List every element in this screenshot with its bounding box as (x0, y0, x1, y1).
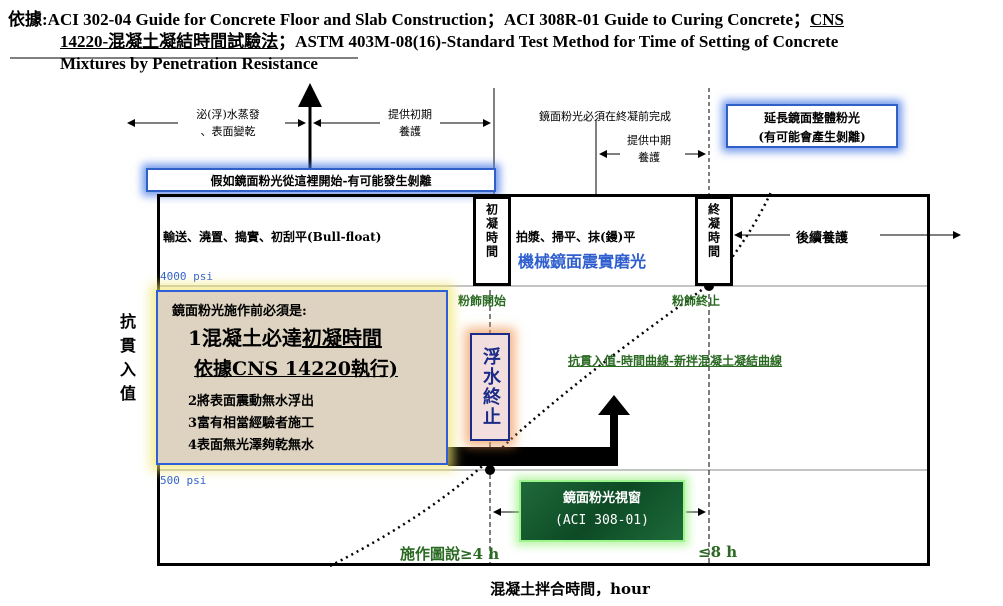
x-axis-label: 混凝土拌合時間，hour (490, 580, 650, 598)
reference-line-3: Mixtures by Penetration Resistance (60, 54, 318, 73)
placing-label: 輸送、澆置、搗實、初刮平(Bull-float) (163, 230, 382, 244)
phase-bleed-label: 泌(浮)水蒸發 、表面變乾 (196, 108, 260, 138)
y-axis-label: 抗貫入值 (119, 312, 136, 403)
requirement-item-1: 1混凝土必達初凝時間 (188, 326, 382, 350)
phase-mid-cure-label: 提供中期 養護 (627, 134, 671, 164)
requirement-item-2: 2將表面震動無水浮出 (188, 394, 315, 409)
requirement-item-3: 3富有相當經驗者施工 (188, 416, 315, 431)
finishing-window-box: 鏡面粉光視窗 (ACI 308-01) (519, 480, 685, 542)
reference-lead: 依據: (8, 10, 48, 29)
reference-line-2: 14220-混凝土凝結時間試驗法；ASTM 403M-08(16)-Standa… (60, 32, 839, 51)
phase-initial-cure-label: 提供初期 養護 (388, 108, 432, 138)
extend-polish-note: 延長鏡面整體粉光 (有可能會產生剝離) (726, 104, 898, 148)
phase-finish-before-label: 鏡面粉光必須在終凝前完成 (539, 110, 671, 123)
requirement-item-4: 4表面無光澤夠乾無水 (188, 438, 315, 453)
curve-label: 抗貫入值-時間曲線-新拌混凝土凝結曲線 (568, 354, 782, 368)
finishing-ops-label: 拍漿、掃平、抹(鏝)平 (516, 230, 636, 244)
initial-set-box: 初凝時間 (473, 196, 511, 286)
reference-line-1: 依據:ACI 302-04 Guide for Concrete Floor a… (8, 10, 845, 29)
min-4h-label: 施作圖說≥4 h (400, 545, 500, 563)
float-water-end-box: 浮水終止 (470, 333, 510, 441)
requirements-box: 鏡面粉光施作前必須是: 1混凝土必達初凝時間 依據CNS 14220執行) 2將… (156, 290, 448, 465)
finish-end-label: 粉飾終止 (672, 294, 721, 308)
machine-polish-label: 機械鏡面震實磨光 (518, 252, 647, 271)
requirement-item-1-cns: 依據CNS 14220執行) (194, 358, 398, 380)
start-warning-box: 假如鏡面粉光從這裡開始-有可能發生剝離 (146, 168, 496, 192)
requirements-title: 鏡面粉光施作前必須是: (172, 304, 307, 319)
finish-start-label: 粉飾開始 (458, 294, 507, 308)
psi-4000-label: 4000 psi (160, 270, 213, 283)
max-8h-label: ≤8 h (698, 543, 738, 561)
later-cure-label: 後續養護 (796, 231, 849, 246)
final-set-box: 終凝時間 (695, 196, 733, 286)
psi-500-label: 500 psi (160, 474, 207, 487)
